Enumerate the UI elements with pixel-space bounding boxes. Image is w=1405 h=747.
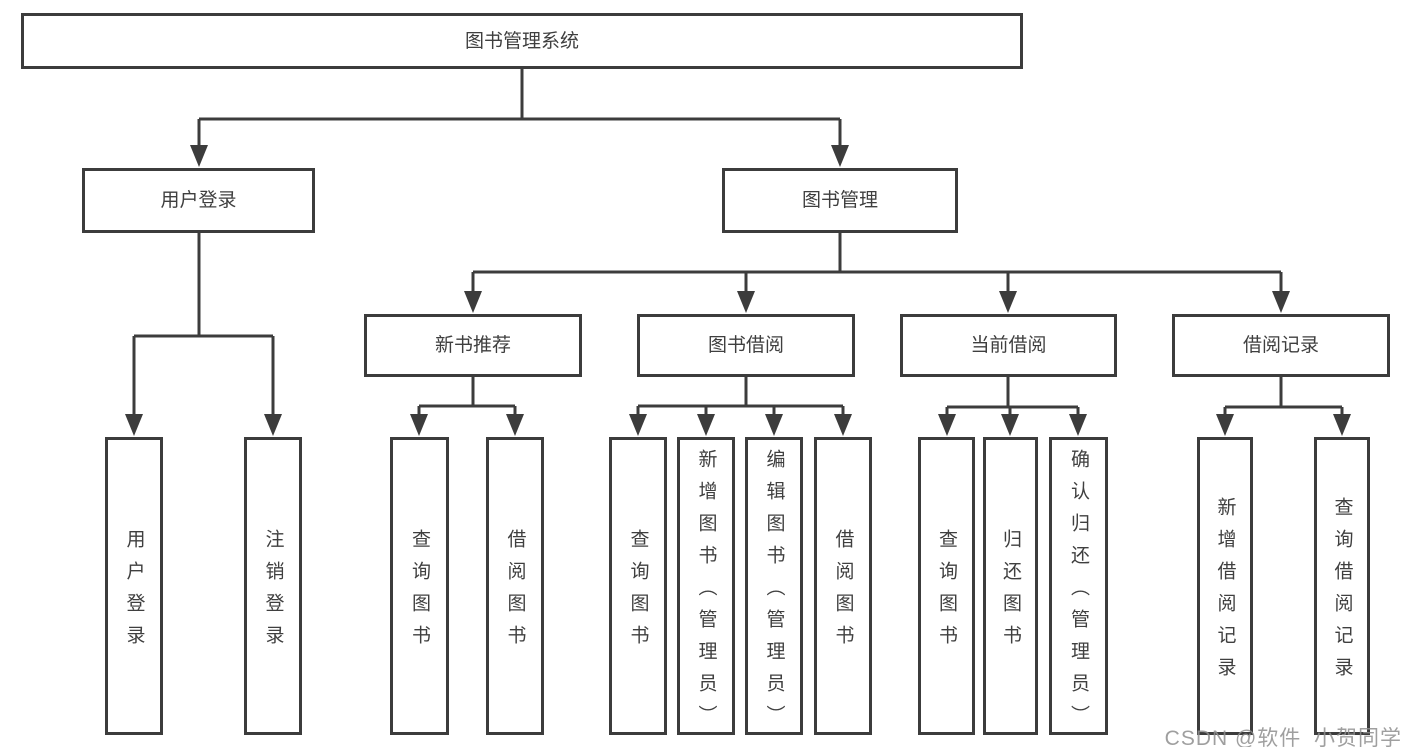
edges-root	[190, 69, 849, 167]
node-label: 用户登录	[123, 528, 145, 657]
leaf-newbook-query: 查询图书	[390, 437, 449, 735]
edges-book-borrow	[629, 377, 852, 436]
leaf-borrow-edit-admin: 编辑图书（管理员）	[745, 437, 803, 737]
node-label: 借阅图书	[504, 528, 526, 657]
node-label: 编辑图书（管理员）	[763, 448, 785, 737]
leaf-borrow-add-admin: 新增图书（管理员）	[677, 437, 735, 737]
node-label: 查询图书	[936, 528, 957, 657]
node-user-login: 用户登录	[82, 168, 315, 233]
leaf-user-login: 用户登录	[105, 437, 163, 735]
node-label: 新增图书（管理员）	[695, 448, 717, 737]
node-label: 注销登录	[262, 528, 284, 657]
node-label: 归还图书	[1000, 528, 1021, 657]
node-borrow-records: 借阅记录	[1172, 314, 1390, 377]
leaf-borrow-borrow: 借阅图书	[814, 437, 872, 735]
node-book-management: 图书管理	[722, 168, 958, 233]
node-current-borrow: 当前借阅	[900, 314, 1117, 377]
edges-book-management	[464, 233, 1290, 313]
node-label: 查询借阅记录	[1331, 496, 1353, 689]
leaf-records-add: 新增借阅记录	[1197, 437, 1253, 735]
leaf-newbook-borrow: 借阅图书	[486, 437, 544, 735]
leaf-records-query: 查询借阅记录	[1314, 437, 1370, 735]
node-new-book-recommend: 新书推荐	[364, 314, 582, 377]
node-label: 用户登录	[160, 190, 237, 211]
edges-current-borrow	[938, 377, 1087, 436]
node-label: 图书管理系统	[464, 30, 579, 52]
leaf-logout: 注销登录	[244, 437, 302, 735]
node-label: 新增借阅记录	[1214, 496, 1236, 689]
node-label: 图书借阅	[707, 335, 784, 356]
node-label: 确认归还（管理员）	[1068, 448, 1089, 737]
node-label: 借阅图书	[832, 528, 854, 657]
node-label: 图书管理	[801, 190, 878, 211]
leaf-current-confirm-admin: 确认归还（管理员）	[1049, 437, 1108, 737]
node-label: 借阅记录	[1242, 335, 1319, 356]
leaf-current-query: 查询图书	[918, 437, 975, 735]
leaf-borrow-query: 查询图书	[609, 437, 667, 735]
edges-borrow-records	[1216, 377, 1351, 436]
node-book-borrow: 图书借阅	[637, 314, 855, 377]
node-library-system: 图书管理系统	[21, 13, 1023, 69]
node-label: 查询图书	[409, 528, 430, 657]
leaf-current-return: 归还图书	[983, 437, 1038, 735]
node-label: 查询图书	[627, 528, 649, 657]
edges-new-book-recommend	[410, 377, 524, 436]
csdn-watermark: CSDN @软件_小贺同学	[1164, 727, 1402, 747]
node-label: 新书推荐	[434, 335, 511, 356]
node-label: 当前借阅	[970, 335, 1047, 356]
edges-user-login	[125, 233, 282, 436]
